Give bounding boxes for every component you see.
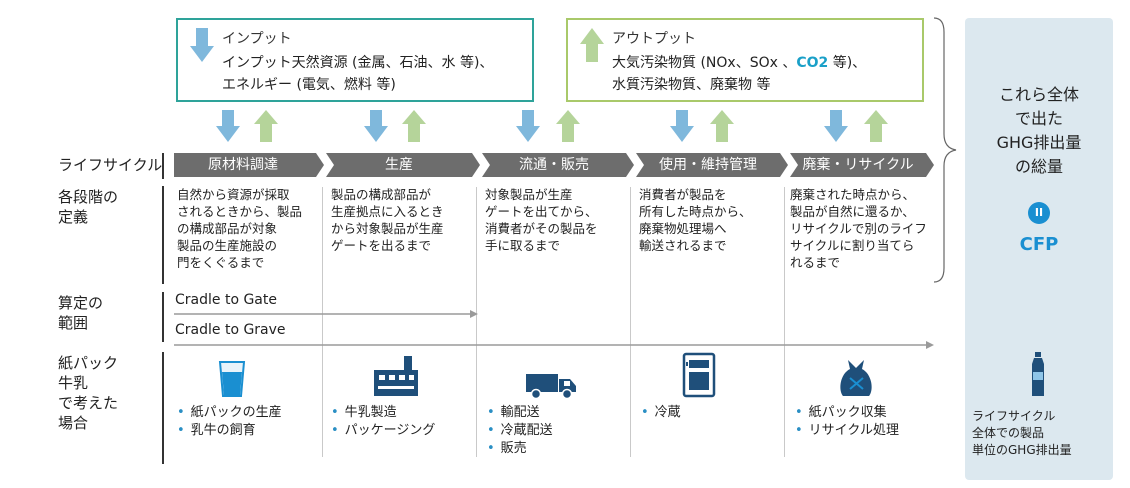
range-label-1: 算定の (58, 294, 104, 312)
cfp-label: CFP (1019, 234, 1059, 255)
list-item: 輸配送 (487, 404, 553, 422)
stage-arrows (216, 110, 888, 142)
list-item: 紙パック収集 (795, 404, 899, 422)
divider (162, 352, 164, 464)
stage-2-examples: 牛乳製造 パッケージング (331, 404, 436, 440)
cfp-bottom-2: 全体での製品 (972, 426, 1045, 440)
stage-4-definition: 消費者が製品を 所有した時点から、 廃棄物処理場へ 輸送されるまで (639, 187, 752, 253)
divider (162, 292, 164, 342)
output-box: アウトプット 大気汚染物質 (NOx、SOx 、CO2 等)、 水質汚染物質、廃… (566, 18, 924, 102)
divider (162, 186, 164, 284)
stage-5-label: 廃棄・リサイクル (802, 157, 914, 173)
stage-arrow-pair-2 (364, 110, 426, 142)
total-brace-icon (933, 17, 957, 283)
example-label-1: 紙パック (58, 354, 119, 372)
list-item: リサイクル処理 (795, 422, 899, 440)
stage-4-examples: 冷蔵 (641, 404, 681, 422)
stage-5-definition: 廃棄された時点から、 製品が自然に還るか、 リサイクルで別のライフ サイクルに割… (790, 187, 927, 270)
up-arrow-icon (580, 28, 604, 62)
stage-arrow-pair-5 (824, 110, 888, 142)
column-separator (322, 187, 323, 457)
milk-glass-icon (218, 361, 246, 397)
input-box: インプット インプット天然資源 (金属、石油、水 等)、 エネルギー (電気、燃… (176, 18, 534, 102)
column-separator (476, 187, 477, 457)
list-item: 紙パックの生産 (177, 404, 282, 422)
stage-arrow-pair-3 (516, 110, 580, 142)
column-separator (784, 187, 785, 457)
input-title: インプット (222, 31, 292, 47)
cradle-to-gate-arrow (174, 310, 478, 318)
cfp-bottom-3: 単位のGHG排出量 (972, 443, 1072, 457)
list-item: パッケージング (331, 422, 436, 440)
input-line-1: インプット天然資源 (金属、石油、水 等)、 (222, 55, 494, 71)
list-item: 牛乳製造 (331, 404, 435, 422)
equals-icon: II (1028, 202, 1050, 224)
down-arrow-icon (190, 28, 214, 62)
garbage-bag-icon (840, 360, 872, 396)
output-title: アウトプット (612, 31, 696, 47)
factory-icon (374, 356, 418, 396)
stage-2-definition: 製品の構成部品が 生産拠点に入るとき から対象製品が生産 ゲートを出るまで (331, 187, 444, 253)
cfp-text-3: GHG排出量 (996, 133, 1082, 152)
lifecycle-label: ライフサイクル (58, 156, 163, 174)
cfp-text-1: これら全体 (998, 85, 1079, 104)
cradle-to-grave-arrow (174, 341, 934, 349)
stage-5-examples: 紙パック収集 リサイクル処理 (795, 404, 899, 440)
list-item: 乳牛の飼育 (177, 422, 282, 440)
stage-3-examples: 輸配送 冷蔵配送 販売 (487, 404, 553, 458)
cradle-to-gate-label: Cradle to Gate (175, 292, 277, 308)
stage-2-label: 生産 (385, 157, 413, 173)
truck-icon (526, 374, 576, 400)
stage-1-definition: 自然から資源が採取 されるときから、製品 の構成部品が対象 製品の生産施設の 門… (177, 187, 303, 270)
list-item: 冷蔵 (641, 404, 681, 422)
bottle-icon (1032, 352, 1044, 396)
cradle-to-grave-label: Cradle to Grave (175, 322, 286, 338)
co2-label: CO2 (796, 55, 829, 71)
example-label-2: 牛乳 (58, 374, 89, 392)
stage-3-label: 流通・販売 (519, 157, 589, 173)
stage-4-label: 使用・維持管理 (659, 157, 757, 173)
stage-1-examples: 紙パックの生産 乳牛の飼育 (177, 404, 282, 440)
example-label-4: 場合 (58, 414, 89, 432)
divider (162, 153, 164, 179)
cfp-panel (965, 18, 1113, 480)
definition-label-1: 各段階の (58, 188, 119, 206)
output-line-2: 水質汚染物質、廃棄物 等 (612, 77, 771, 93)
cfp-text-4: の総量 (1014, 157, 1063, 176)
refrigerator-icon (682, 352, 716, 398)
output-line-1: 大気汚染物質 (NOx、SOx 、CO2 等)、 (612, 55, 867, 71)
cfp-text-2: で出た (1014, 109, 1063, 128)
list-item: 冷蔵配送 (487, 422, 553, 440)
list-item: 販売 (487, 440, 553, 458)
stage-3-definition: 対象製品が生産 ゲートを出てから、 消費者がその製品を 手に取るまで (485, 187, 598, 253)
range-label-2: 範囲 (58, 314, 89, 332)
stage-arrow-pair-1 (216, 110, 278, 142)
example-label-3: で考えた (58, 394, 119, 412)
lifecycle-chevrons (174, 153, 934, 177)
stage-arrow-pair-4 (670, 110, 734, 142)
stage-1-label: 原材料調達 (208, 157, 278, 173)
input-line-2: エネルギー (電気、燃料 等) (222, 77, 396, 93)
definition-label-2: 定義 (58, 208, 89, 226)
cfp-bottom-1: ライフサイクル (972, 409, 1056, 423)
column-separator (630, 187, 631, 457)
